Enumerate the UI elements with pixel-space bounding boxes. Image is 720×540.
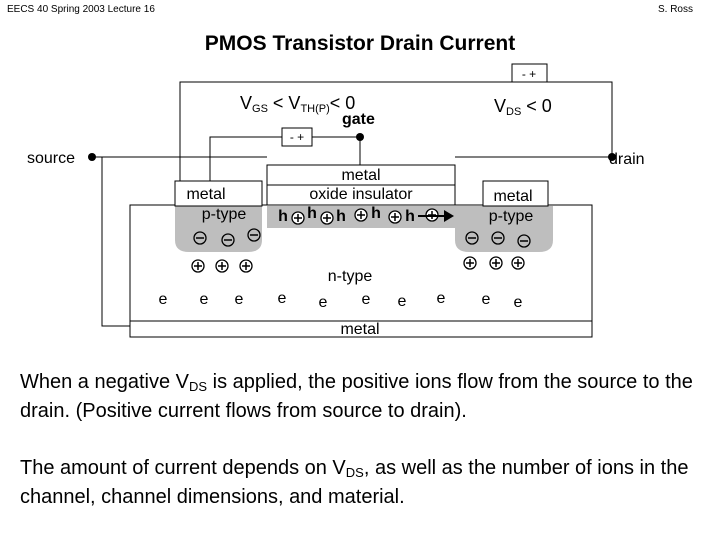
minus-ions [193,228,531,248]
drain-metal-label: metal [493,188,532,205]
channel-plus-ion [320,211,334,225]
author-header: S. Ross [657,4,693,15]
plus-ion [511,256,525,270]
channel-plus-ion [388,210,402,224]
hole-charge: h [336,208,346,225]
drain-metal [482,180,549,207]
hole-charge: h [278,208,288,225]
plus-ion [191,259,205,273]
minus-ion [491,231,505,245]
electron: e [159,291,168,308]
plus-ion [239,259,253,273]
drain-terminal-dot [608,153,616,161]
explanation-paragraph-1: When a negative VDS is applied, the posi… [20,371,693,422]
gate-metal-label: metal [341,167,380,184]
drain-label: drain [609,151,645,168]
hole-charge: h [371,205,381,222]
electron: e [482,291,491,308]
current-arrow-head [444,210,454,222]
bottom-metal [129,320,593,338]
pmos-diagram: - + - + VGS < VTH(P)< 0 gate VDS < 0 sou… [27,63,645,338]
electron: e [398,293,407,310]
hole-charge: h [405,208,415,225]
ntype-label: n-type [328,268,373,285]
plus-ions [191,256,525,273]
source-ptype-label: p-type [202,206,247,223]
vgs-battery: - + [281,127,313,147]
source-ptype-well [175,206,262,252]
hole-charge: h [307,205,317,222]
source-metal [174,180,263,207]
vds-label: VDS < 0 [494,96,552,118]
plus-ion [215,259,229,273]
explanation-paragraph-2: The amount of current depends on VDS, as… [20,457,689,508]
channel-plus-ion [291,211,305,225]
source-label: source [27,150,75,167]
electron: e [319,294,328,311]
electron: e [514,294,523,311]
plus-ion [463,256,477,270]
vgs-battery-polarity: - + [290,130,304,144]
minus-ion [193,231,207,245]
source-metal-label: metal [186,186,225,203]
electron: e [437,290,446,307]
drain-ptype-label: p-type [489,208,534,225]
electron: e [278,290,287,307]
gate-terminal-dot [356,133,364,141]
minus-ion [517,234,531,248]
electron: e [200,291,209,308]
vgs-label: VGS < VTH(P)< 0 [240,93,355,115]
bottom-metal-label: metal [340,321,379,338]
channel-plus-ion [354,208,368,222]
oxide-label: oxide insulator [309,186,413,203]
minus-ion [221,233,235,247]
drain-ptype-well [455,206,553,252]
source-terminal-dot [88,153,96,161]
lecture-header: EECS 40 Spring 2003 Lecture 16 [7,4,155,15]
gate-label: gate [342,111,375,128]
plus-ion [489,256,503,270]
minus-ion [247,228,261,242]
vds-battery-polarity: - + [522,67,536,81]
vds-battery: - + [511,63,548,83]
slide-title: PMOS Transistor Drain Current [204,32,516,55]
minus-ion [465,231,479,245]
electron: e [235,291,244,308]
electron: e [362,291,371,308]
